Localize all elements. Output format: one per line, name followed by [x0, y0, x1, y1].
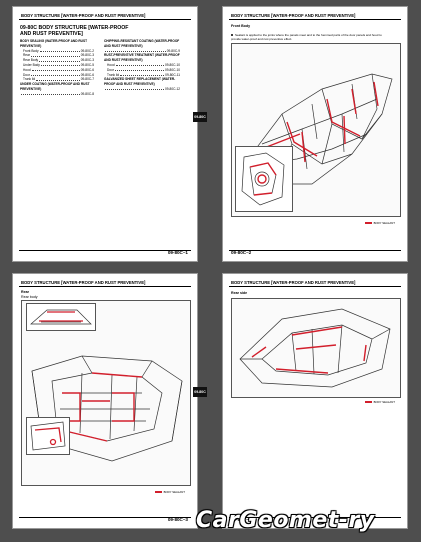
- legend: BODY SEALANT: [364, 400, 395, 404]
- page-header: BODY STRUCTURE [WATER-PROOF AND RUST PRE…: [229, 11, 401, 20]
- toc-right-column: CHIPPING-RESISTANT COATING (WATER-PROOF …: [104, 39, 180, 92]
- trunk-detail-drawing: [30, 309, 92, 325]
- rear-side-illustration: [231, 298, 401, 398]
- detail-inset-top: [26, 303, 96, 331]
- subsection-label: Rear body: [21, 295, 38, 299]
- manual-page-2: BODY STRUCTURE [WATER-PROOF AND RUST PRE…: [222, 6, 408, 262]
- sealant-swatch: [364, 222, 372, 224]
- toc-heading: BODY SEALING (WATER-PROOF AND RUST PREVE…: [20, 39, 88, 48]
- rear-body-illustration: [21, 300, 191, 486]
- toc-left-column: BODY SEALING (WATER-PROOF AND RUST PREVE…: [20, 39, 94, 97]
- page-footer-rule: [229, 250, 401, 258]
- page-footer-rule: [19, 517, 191, 525]
- page-number: 09-80C–1: [167, 250, 188, 255]
- toc-heading: RUST-PREVENTIVE TREATMENT (WATER-PROOF A…: [104, 53, 180, 63]
- detail-inset-bottom: [26, 417, 70, 455]
- section-side-tab[interactable]: 09-80C: [193, 387, 207, 397]
- legend: BODY SEALANT: [154, 490, 185, 494]
- page-footer-rule: [229, 517, 401, 525]
- section-label: Rear side: [231, 291, 248, 295]
- front-body-illustration: [231, 43, 401, 217]
- page-number: 09-80C–4: [231, 517, 252, 522]
- detail-inset: [235, 146, 293, 212]
- toc-heading: GALVANIZED SHEET REPLACEMENT (WATER-PROO…: [104, 77, 176, 87]
- rear-side-drawing: [239, 308, 391, 388]
- floor-detail-drawing: [30, 421, 66, 451]
- toc-entry[interactable]: 09-80C-9: [104, 49, 180, 54]
- manual-page-3: BODY STRUCTURE [WATER-PROOF AND RUST PRE…: [12, 273, 198, 529]
- page-header: BODY STRUCTURE [WATER-PROOF AND RUST PRE…: [229, 278, 401, 287]
- section-title: 09-80C BODY STRUCTURE [WATER-PROOF AND R…: [20, 25, 129, 38]
- toc-entry[interactable]: 09-80C-8: [20, 92, 94, 97]
- section-side-tab[interactable]: 09-80C: [193, 112, 207, 122]
- page-footer-rule: [19, 250, 191, 258]
- sealant-swatch: [154, 491, 162, 493]
- detail-drawing: [241, 152, 285, 206]
- section-label: Front Body: [231, 24, 251, 28]
- legend: BODY SEALANT: [364, 221, 395, 225]
- page-number: 09-80C–3: [167, 517, 188, 522]
- toc-heading: UNDER COATING (WATER-PROOF AND RUST PREV…: [20, 82, 90, 91]
- manual-page-1: BODY STRUCTURE [WATER-PROOF AND RUST PRE…: [12, 6, 198, 262]
- toc-heading: CHIPPING-RESISTANT COATING (WATER-PROOF …: [104, 39, 180, 48]
- bullet-text: Sealant is applied to the joints where t…: [231, 33, 382, 41]
- section-label: Rear: [21, 290, 29, 294]
- page-number: 09-80C–2: [231, 250, 252, 255]
- sealant-swatch: [364, 401, 372, 403]
- watermark-logo: CarGeomet-ry: [196, 508, 375, 533]
- page-header: BODY STRUCTURE [WATER-PROOF AND RUST PRE…: [19, 11, 191, 20]
- toc-entry[interactable]: 09-80C-12: [104, 87, 180, 92]
- page-header: BODY STRUCTURE [WATER-PROOF AND RUST PRE…: [19, 278, 191, 287]
- manual-page-4: BODY STRUCTURE [WATER-PROOF AND RUST PRE…: [222, 273, 408, 529]
